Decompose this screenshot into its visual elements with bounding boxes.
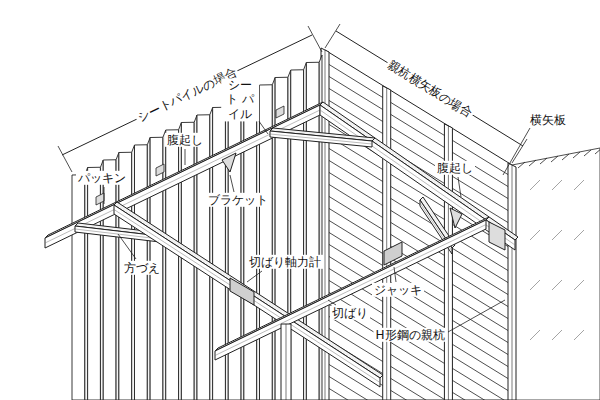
part-label: 方づえ xyxy=(122,261,162,275)
h-pile-web xyxy=(386,88,387,400)
packing-block xyxy=(156,164,164,176)
soil-hatch xyxy=(584,150,591,156)
leader-line xyxy=(247,271,262,282)
soil-hatch xyxy=(530,280,540,290)
soil-hatch xyxy=(551,156,558,162)
sheet-pile xyxy=(166,130,179,400)
lagging-board xyxy=(325,218,512,333)
soil-hatch xyxy=(518,162,525,168)
soil-hatch xyxy=(529,160,536,166)
leader-line xyxy=(230,175,234,192)
part-label: シート パイル xyxy=(221,78,259,121)
lagging-board xyxy=(325,98,512,213)
soil-hatch xyxy=(552,230,562,240)
part-label: ブラケット xyxy=(206,193,270,207)
sheet-pile xyxy=(103,160,116,400)
leader-line xyxy=(328,300,336,305)
leader-line xyxy=(394,267,396,282)
packing-block xyxy=(96,193,104,205)
part-label: ジャッキ xyxy=(372,283,424,297)
dimension-line xyxy=(336,31,523,146)
lagging-board xyxy=(325,278,512,393)
lagging-board xyxy=(325,302,512,400)
soil-hatch xyxy=(530,330,540,340)
soil-hatch xyxy=(574,280,584,290)
center-post-web xyxy=(286,324,287,400)
corner-brace xyxy=(270,131,372,147)
end-plate xyxy=(489,222,505,250)
soil-hatch xyxy=(573,152,580,158)
soil-hatch xyxy=(574,230,584,240)
soil-hatch xyxy=(595,148,600,154)
soil-hatch xyxy=(530,230,540,240)
lagging-board xyxy=(325,134,512,249)
wale-beam xyxy=(320,102,518,240)
part-label: H形鋼の親杭 xyxy=(373,328,446,342)
bracket xyxy=(222,153,236,172)
part-label: 腹起し xyxy=(165,133,205,147)
part-label: 切ばり xyxy=(330,306,370,320)
axial-force-meter xyxy=(230,278,254,305)
extension-line xyxy=(308,26,322,52)
soil-hatch xyxy=(552,180,562,190)
lagging-board xyxy=(325,398,512,400)
wale-beam xyxy=(45,105,320,248)
soil-hatch xyxy=(552,330,562,340)
soil-hatch xyxy=(562,154,569,160)
leader-line xyxy=(458,177,461,197)
corner-brace xyxy=(270,134,372,144)
lagging-board xyxy=(325,386,512,400)
extension-line xyxy=(512,139,527,163)
h-pile-web xyxy=(512,165,513,400)
leader-line xyxy=(503,128,530,175)
leader-line xyxy=(118,234,136,259)
h-pile xyxy=(508,163,516,400)
part-label: 横矢板 xyxy=(528,113,568,127)
packing-block xyxy=(276,106,284,118)
part-label: 腹起し xyxy=(435,161,475,175)
leader-line xyxy=(448,300,505,332)
strut-beam xyxy=(215,225,486,356)
sheet-pile xyxy=(119,152,132,400)
strut-jack xyxy=(384,242,402,265)
extension-line xyxy=(325,24,340,48)
lagging-board xyxy=(325,254,512,369)
lagging-board xyxy=(325,374,512,400)
part-label: 切ばり軸力計 xyxy=(247,255,323,269)
strut-beam xyxy=(215,220,486,360)
bracket xyxy=(450,208,462,228)
soil-hatch xyxy=(540,158,547,164)
part-label: パッキン xyxy=(76,171,128,185)
soil-section xyxy=(512,148,600,400)
soil-hatch xyxy=(574,330,584,340)
lagging-board xyxy=(325,146,512,261)
extension-line xyxy=(58,146,72,172)
soil-hatch xyxy=(530,180,540,190)
soil-hatch xyxy=(574,180,584,190)
leader-line xyxy=(104,187,105,204)
leader-line xyxy=(185,149,186,165)
sheet-pile xyxy=(72,175,85,400)
lagging-board xyxy=(325,182,512,297)
soil-hatch xyxy=(552,280,562,290)
center-post xyxy=(281,324,291,400)
h-pile xyxy=(383,86,391,400)
